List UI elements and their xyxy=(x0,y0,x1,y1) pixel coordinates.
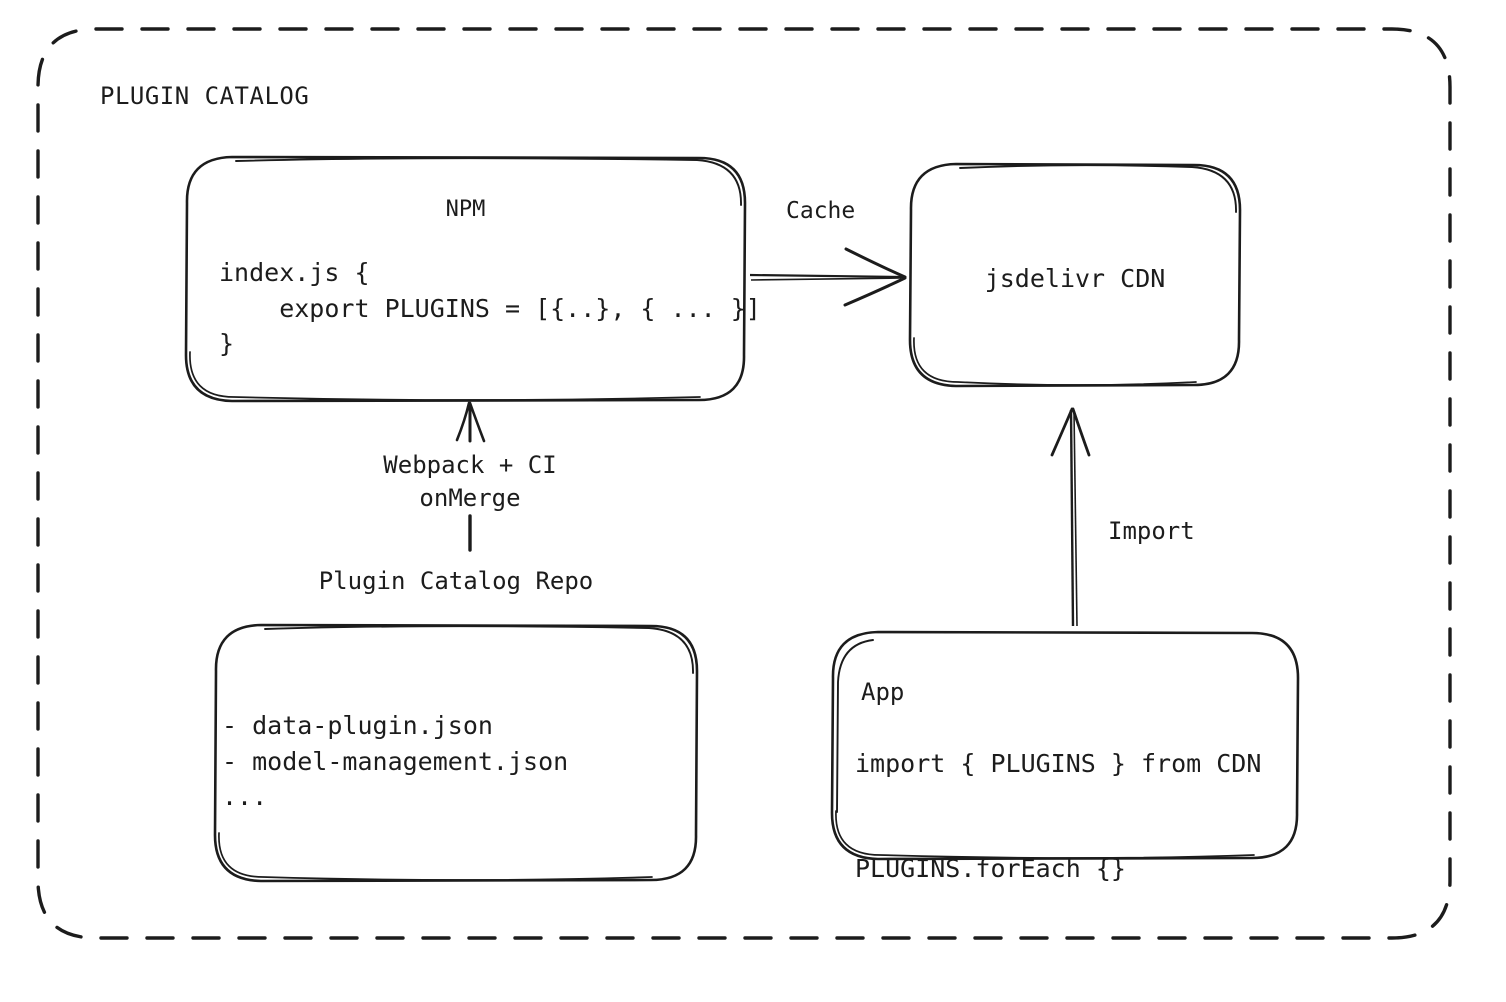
group-container-border xyxy=(36,27,1452,940)
group-title: PLUGIN CATALOG xyxy=(100,82,310,110)
edge-label-webpack-ci: Webpack + CI onMerge xyxy=(383,451,557,512)
cdn-node-title: jsdelivr CDN xyxy=(984,264,1166,293)
repo-node-file-list: - data-plugin.json - model-management.js… xyxy=(222,711,569,811)
edge-repo-to-npm-arrow xyxy=(455,401,486,552)
npm-node-title: NPM xyxy=(445,197,486,222)
edge-label-import: Import xyxy=(1108,517,1195,545)
repo-node-shape xyxy=(213,623,699,883)
edge-label-cache: Cache xyxy=(786,198,856,224)
npm-node-code: index.js { export PLUGINS = [{..}, { ...… xyxy=(219,258,761,358)
repo-node-caption: Plugin Catalog Repo xyxy=(318,567,594,595)
app-node-shape xyxy=(830,630,1300,861)
cdn-node-shape xyxy=(908,162,1242,388)
app-node-title: App xyxy=(861,678,905,706)
app-node-code: import { PLUGINS } from CDN PLUGINS.forE… xyxy=(855,749,1262,883)
npm-node-shape xyxy=(184,155,747,403)
edge-app-to-cdn-arrow xyxy=(1050,407,1091,627)
edge-npm-to-cdn-arrow xyxy=(749,247,907,307)
